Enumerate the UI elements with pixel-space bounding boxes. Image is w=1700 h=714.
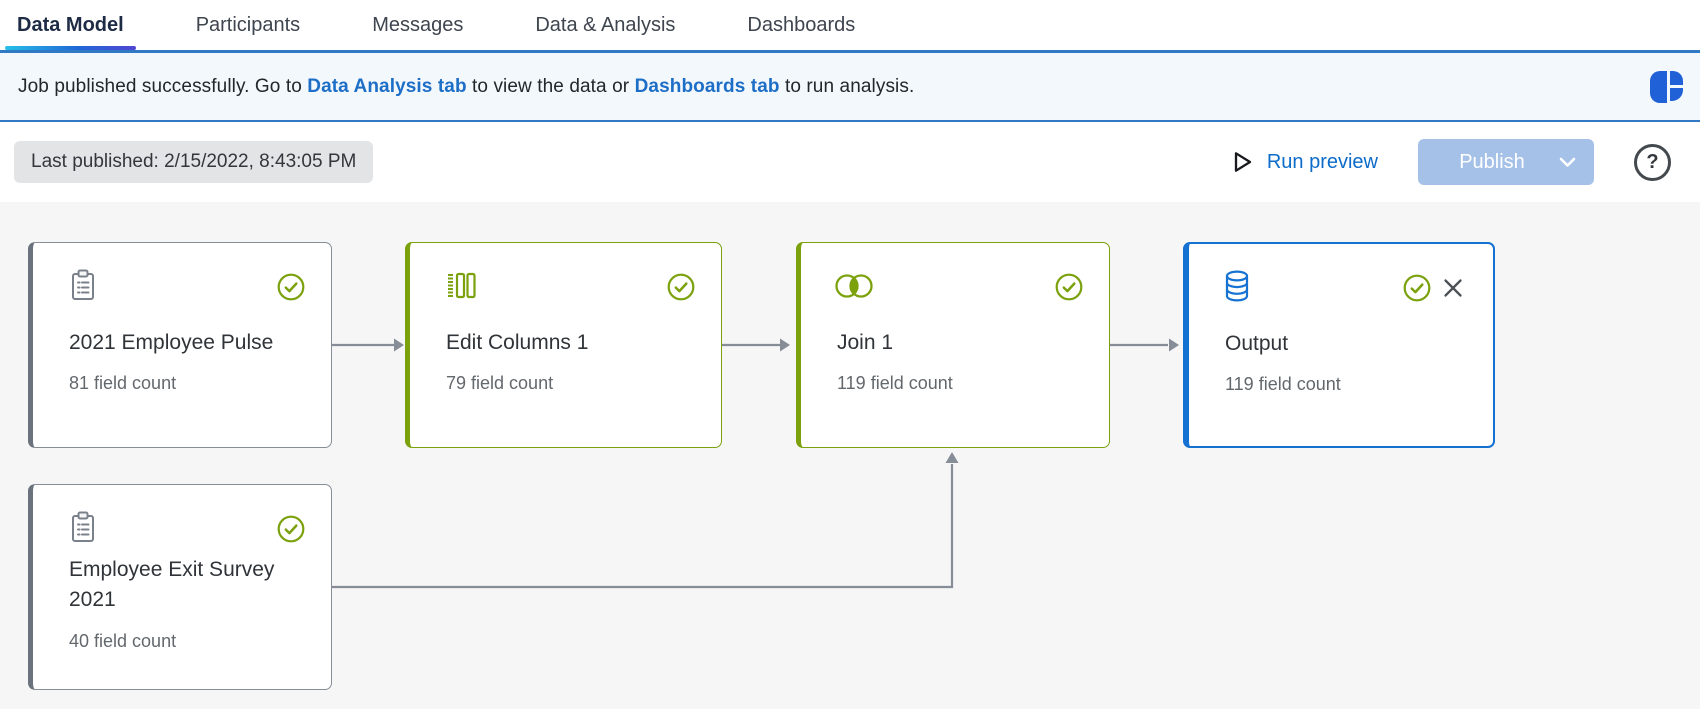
help-label: ?: [1646, 150, 1659, 173]
check-circle-icon: [1055, 273, 1083, 301]
node-field-count: 119 field count: [1225, 374, 1341, 394]
node-field-count: 79 field count: [446, 373, 554, 393]
check-circle-icon: [277, 515, 305, 543]
toolbar-actions: Run preview Publish ?: [1230, 139, 1671, 185]
tab-dashboards-label: Dashboards: [747, 13, 856, 36]
clipboard-icon: [72, 511, 94, 542]
last-published-badge: Last published: 2/15/2022, 8:43:05 PM: [14, 141, 374, 183]
node-2021-employee-pulse[interactable]: 2021 Employee Pulse 81 field count: [28, 242, 332, 448]
tab-messages[interactable]: Messages: [360, 0, 475, 50]
banner-message: Job published successfully. Go to Data A…: [18, 76, 914, 98]
node-title: Output: [1225, 317, 1473, 371]
node-title: 2021 Employee Pulse: [69, 316, 311, 370]
banner-text-middle: to view the data or: [466, 75, 635, 97]
edit-columns-icon: [448, 272, 476, 299]
tab-data-analysis-label: Data & Analysis: [535, 13, 676, 36]
node-employee-exit-survey-2021[interactable]: Employee Exit Survey 2021 40 field count: [28, 484, 332, 690]
tab-data-model[interactable]: Data Model: [5, 0, 136, 50]
tab-data-model-label: Data Model: [17, 13, 124, 36]
check-circle-icon: [667, 273, 695, 301]
node-title-text: Output: [1225, 332, 1289, 355]
play-icon: [1234, 152, 1251, 172]
data-analysis-tab-link[interactable]: Data Analysis tab: [307, 75, 467, 97]
node-title-text: Employee Exit Survey 2021: [69, 558, 275, 611]
tab-data-analysis[interactable]: Data & Analysis: [523, 0, 687, 50]
node-title: Join 1: [837, 316, 1089, 370]
top-nav: Data Model Participants Messages Data & …: [0, 0, 1700, 50]
run-preview-label: Run preview: [1266, 150, 1378, 173]
clipboard-icon: [72, 269, 94, 300]
banner-text-after: to run analysis.: [779, 75, 915, 97]
banner-text-before: Job published successfully. Go to: [18, 75, 308, 97]
run-preview-button[interactable]: Run preview: [1230, 150, 1378, 174]
dashboards-tab-link[interactable]: Dashboards tab: [634, 75, 780, 97]
publish-button[interactable]: Publish: [1418, 139, 1594, 185]
node-join-1[interactable]: Join 1 119 field count: [796, 242, 1110, 448]
node-title-text: Join 1: [837, 331, 894, 354]
join-icon: [835, 274, 873, 298]
tab-messages-label: Messages: [372, 13, 464, 36]
node-title: Edit Columns 1: [446, 316, 701, 370]
close-icon[interactable]: [1441, 276, 1465, 300]
chevron-down-icon: [1559, 157, 1576, 167]
node-title-text: 2021 Employee Pulse: [69, 331, 274, 354]
node-edit-columns-1[interactable]: Edit Columns 1 79 field count: [405, 242, 722, 448]
node-field-count: 119 field count: [837, 373, 953, 393]
node-title: Employee Exit Survey 2021: [69, 558, 311, 612]
check-circle-icon: [277, 273, 305, 301]
node-field-count: 40 field count: [69, 631, 177, 651]
tab-dashboards[interactable]: Dashboards: [735, 0, 867, 50]
node-field-count: 81 field count: [69, 373, 177, 393]
node-title-text: Edit Columns 1: [446, 331, 589, 354]
node-output[interactable]: Output 119 field count: [1183, 242, 1495, 448]
tab-participants-label: Participants: [195, 13, 301, 36]
resource-center-logo-icon[interactable]: [1646, 67, 1686, 107]
publish-label: Publish: [1459, 150, 1525, 173]
toolbar: Last published: 2/15/2022, 8:43:05 PM Ru…: [0, 122, 1700, 202]
help-button[interactable]: ?: [1634, 143, 1671, 181]
database-icon: [1225, 270, 1249, 302]
data-model-canvas: 2021 Employee Pulse 81 field count Edit …: [0, 202, 1700, 709]
publish-success-banner: Job published successfully. Go to Data A…: [0, 50, 1700, 122]
check-circle-icon: [1403, 274, 1431, 302]
flow-connectors: [332, 338, 1179, 589]
tab-participants[interactable]: Participants: [184, 0, 313, 50]
